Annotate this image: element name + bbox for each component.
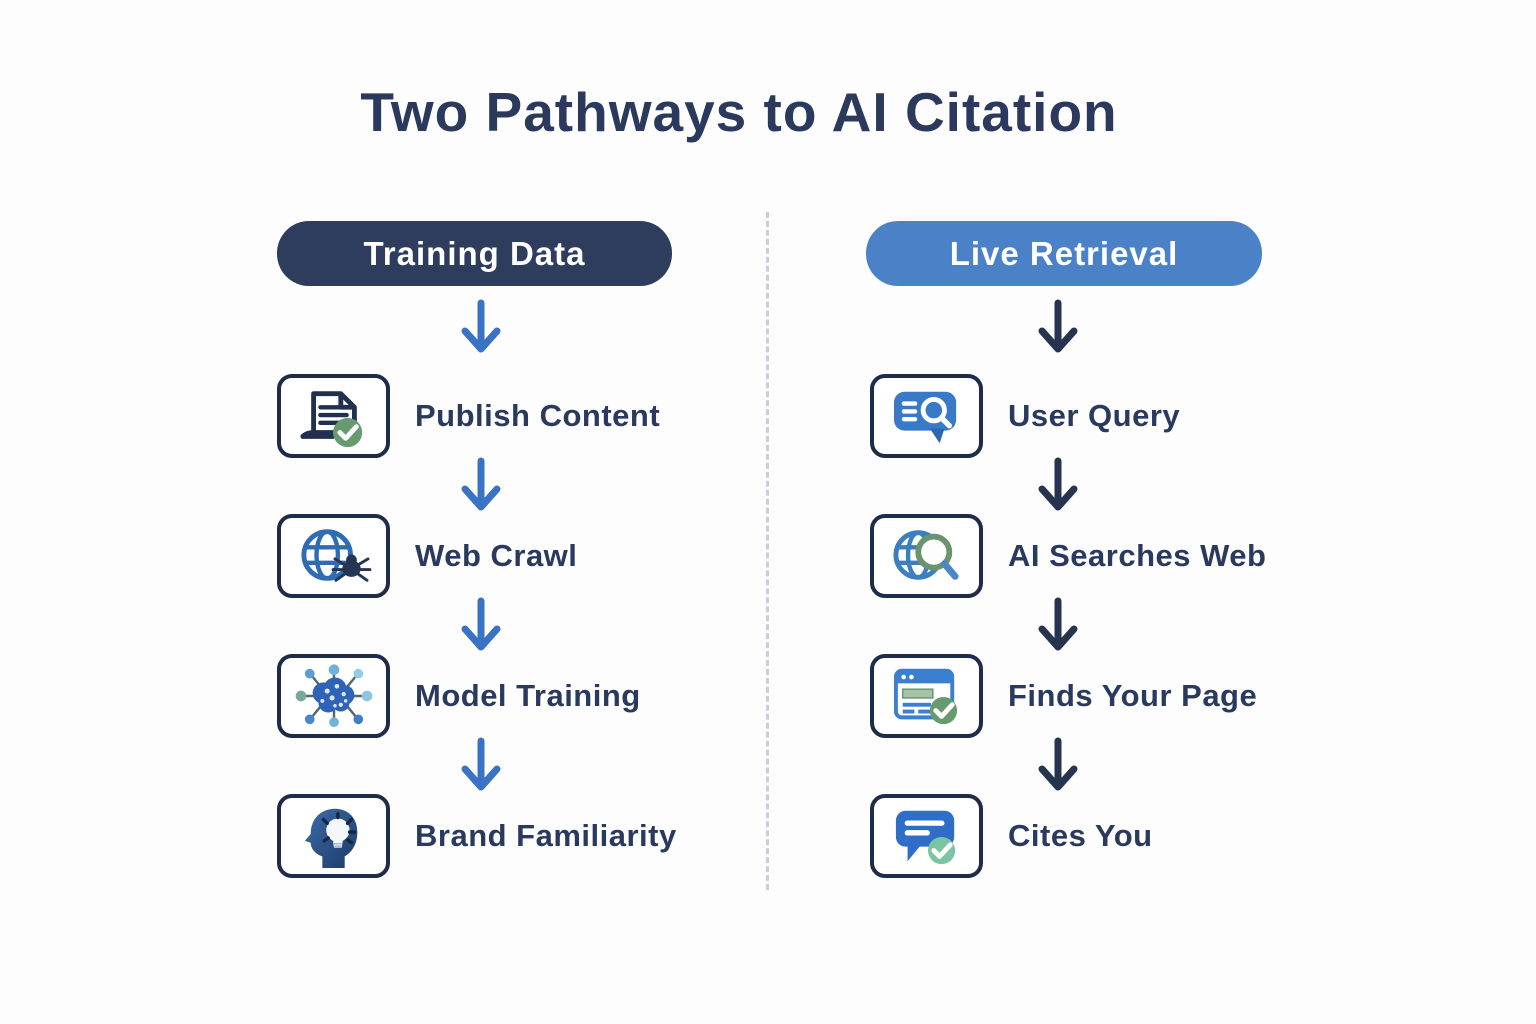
ai-searches-web-icon-box — [870, 514, 983, 598]
brand-familiarity-icon-box — [277, 794, 390, 878]
user-query-label: User Query — [1008, 398, 1181, 433]
training-data-header: Training Data — [277, 221, 672, 286]
brain-network-icon — [295, 664, 372, 728]
document-check-icon — [299, 391, 362, 448]
cites-you-label: Cites You — [1008, 818, 1153, 853]
down-arrow-icon — [461, 457, 501, 511]
down-arrow-icon — [1038, 299, 1078, 353]
live-retrieval-header: Live Retrieval — [866, 221, 1262, 286]
finds-your-page-label: Finds Your Page — [1008, 678, 1258, 713]
live-retrieval-header-label: Live Retrieval — [949, 234, 1179, 272]
chat-search-icon — [893, 391, 956, 444]
column-divider — [766, 212, 769, 890]
publish-content-icon-box — [277, 374, 390, 458]
page-title: Two Pathways to AI Citation — [360, 81, 1118, 143]
down-arrow-icon — [1038, 457, 1078, 511]
finds-your-page-icon-box — [870, 654, 983, 738]
down-arrow-icon — [1038, 597, 1078, 651]
globe-search-icon — [892, 530, 959, 580]
model-training-label: Model Training — [415, 678, 641, 713]
down-arrow-icon — [461, 597, 501, 651]
web-crawl-icon-box — [277, 514, 390, 598]
training-data-header-label: Training Data — [363, 234, 586, 272]
down-arrow-icon — [461, 737, 501, 791]
down-arrow-icon — [461, 299, 501, 353]
globe-spider-icon — [300, 529, 371, 582]
page-check-icon — [893, 668, 957, 725]
web-crawl-label: Web Crawl — [415, 538, 578, 573]
publish-content-label: Publish Content — [415, 398, 661, 433]
user-query-icon-box — [870, 374, 983, 458]
chat-check-icon — [895, 810, 955, 865]
model-training-icon-box — [277, 654, 390, 738]
head-lightbulb-icon — [304, 808, 357, 869]
brand-familiarity-label: Brand Familiarity — [415, 818, 677, 853]
down-arrow-icon — [1038, 737, 1078, 791]
ai-searches-web-label: AI Searches Web — [1008, 538, 1267, 573]
cites-you-icon-box — [870, 794, 983, 878]
